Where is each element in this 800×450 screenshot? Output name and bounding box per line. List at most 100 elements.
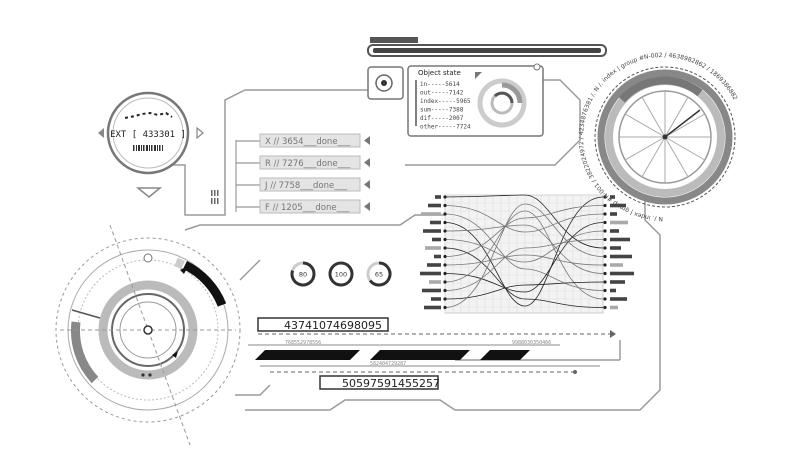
gauge-value: 100 xyxy=(335,271,347,279)
plot-curve xyxy=(444,213,604,291)
top-bar-fill xyxy=(373,48,601,53)
ext-dial-right-arrow-icon[interactable] xyxy=(196,126,204,140)
plot-right-marker xyxy=(610,271,634,276)
target-icon xyxy=(375,74,393,92)
status-row-arrow-icon[interactable] xyxy=(364,158,370,167)
index-dial-hub-icon xyxy=(662,134,668,140)
ext-dial-label: EXT [ 433301 ] xyxy=(110,130,186,140)
ext-dial: EXT [ 433301 ] xyxy=(98,91,204,198)
gauge-fill xyxy=(328,261,354,287)
ext-dial-ring xyxy=(106,91,190,175)
status-row-arrow-icon[interactable] xyxy=(364,180,370,189)
plot-right-dot-icon xyxy=(603,297,607,301)
ext-dial-barcode-icon xyxy=(133,145,163,151)
plot-left-dot-icon xyxy=(443,229,447,233)
plot-left-dot-icon xyxy=(443,271,447,276)
top-progress-bar xyxy=(367,37,607,57)
plot-right-marker xyxy=(610,254,632,259)
status-row-arrow-icon[interactable] xyxy=(364,202,370,211)
plot-right-dot-icon xyxy=(603,229,607,233)
plot-right-marker xyxy=(610,263,623,267)
top-bar-tag xyxy=(370,37,418,43)
plot-right-marker xyxy=(610,203,626,208)
plot-right-dot-icon xyxy=(603,246,607,250)
plot-right-dot-icon xyxy=(603,263,607,267)
plot-right-marker xyxy=(610,288,616,293)
radar-needle xyxy=(71,309,101,319)
status-row[interactable]: F // 1205___done___ xyxy=(236,199,370,214)
status-row-box xyxy=(259,155,361,170)
gauge: 80 xyxy=(290,261,316,287)
object-state-panel: Object state in-----5614out-----7142inde… xyxy=(367,63,544,137)
gauge-fill xyxy=(368,261,392,287)
status-row[interactable]: J // 7758___done___ xyxy=(236,177,370,192)
object-state-row: sum-----7388 xyxy=(420,107,464,114)
object-state-row: dif-----2007 xyxy=(420,115,464,122)
plot-right-marker xyxy=(610,280,625,284)
plot-left-dot-icon xyxy=(443,280,447,284)
readout-end-dot-icon xyxy=(610,332,614,336)
status-row[interactable]: R // 7276___done___ xyxy=(236,155,370,170)
readout-small-3: 9988030350466 xyxy=(512,340,551,346)
plot-left-dot-icon xyxy=(443,246,447,250)
plot-curve xyxy=(444,196,604,307)
plot-left-dot-icon xyxy=(443,195,447,199)
index-dial-spoke xyxy=(624,113,666,138)
radar-arc-black xyxy=(182,260,227,307)
index-dial-spoke xyxy=(641,96,666,138)
plot-left-marker xyxy=(425,246,441,250)
plot-left-dot-icon xyxy=(443,263,447,267)
readout-bar-3 xyxy=(480,350,530,360)
plot-left-marker xyxy=(431,297,441,301)
gauge-value: 80 xyxy=(299,271,307,279)
readout-bar-2 xyxy=(370,350,470,360)
plot-left-dot-icon xyxy=(443,305,447,310)
readout-bottom-box xyxy=(319,375,439,390)
index-dial: N /. index | group #N-001 / 3822024972 /… xyxy=(578,52,739,222)
index-dial-spoke xyxy=(664,136,706,161)
index-dial-needle xyxy=(664,109,701,138)
plot-left-dot-icon xyxy=(443,212,447,216)
plot-left-marker xyxy=(422,288,441,293)
status-row[interactable]: X // 3654___done___ xyxy=(236,133,370,148)
plot-curve xyxy=(444,210,604,300)
status-list: X // 3654___done___ R // 7276___done___ J … xyxy=(211,133,370,214)
readout-number-bottom: 50597591455257 xyxy=(342,377,440,390)
status-row-box xyxy=(259,133,361,148)
readout-panel: 43741074698095 768552978556 582404729287… xyxy=(248,317,616,390)
plot-right-dot-icon xyxy=(603,305,607,310)
gauge-value: 65 xyxy=(375,271,383,279)
index-dial-spoke xyxy=(624,136,666,161)
object-state-row: in-----5614 xyxy=(420,81,460,88)
signal-plot xyxy=(420,194,634,314)
ext-dial-inner-ring xyxy=(112,97,184,169)
gauge: 100 xyxy=(328,261,354,287)
panel-dot-icon xyxy=(533,63,541,71)
index-dial-spoke xyxy=(664,113,706,138)
plot-left-dot-icon xyxy=(443,254,447,259)
object-state-row: index-----5965 xyxy=(420,98,471,105)
plot-curve xyxy=(444,239,604,291)
radar-top-dot-icon xyxy=(143,253,153,263)
plot-right-marker xyxy=(610,195,615,199)
plot-left-dot-icon xyxy=(443,220,447,225)
status-ticks xyxy=(211,190,219,204)
plot-right-marker xyxy=(610,297,627,301)
plot-curve xyxy=(444,247,604,308)
index-dial-spoke xyxy=(664,136,689,178)
gauge-fill xyxy=(290,261,316,287)
main-radar xyxy=(55,224,241,446)
ext-dial-down-arrow-icon[interactable] xyxy=(135,187,163,198)
radar-arc-light xyxy=(174,257,185,270)
readout-small-2: 582404729287 xyxy=(370,361,406,367)
object-state-rows: in-----5614out-----7142index-----5965sum… xyxy=(420,81,471,131)
radar-icon xyxy=(477,78,527,128)
plot-right-marker xyxy=(610,237,630,242)
ext-dial-left-arrow-icon[interactable] xyxy=(98,128,104,138)
radar-arc-grey xyxy=(70,321,99,384)
plot-right-marker xyxy=(610,229,619,233)
status-row-arrow-icon[interactable] xyxy=(364,136,370,145)
plot-left-marker xyxy=(421,212,441,216)
plot-left-dot-icon xyxy=(443,297,447,301)
